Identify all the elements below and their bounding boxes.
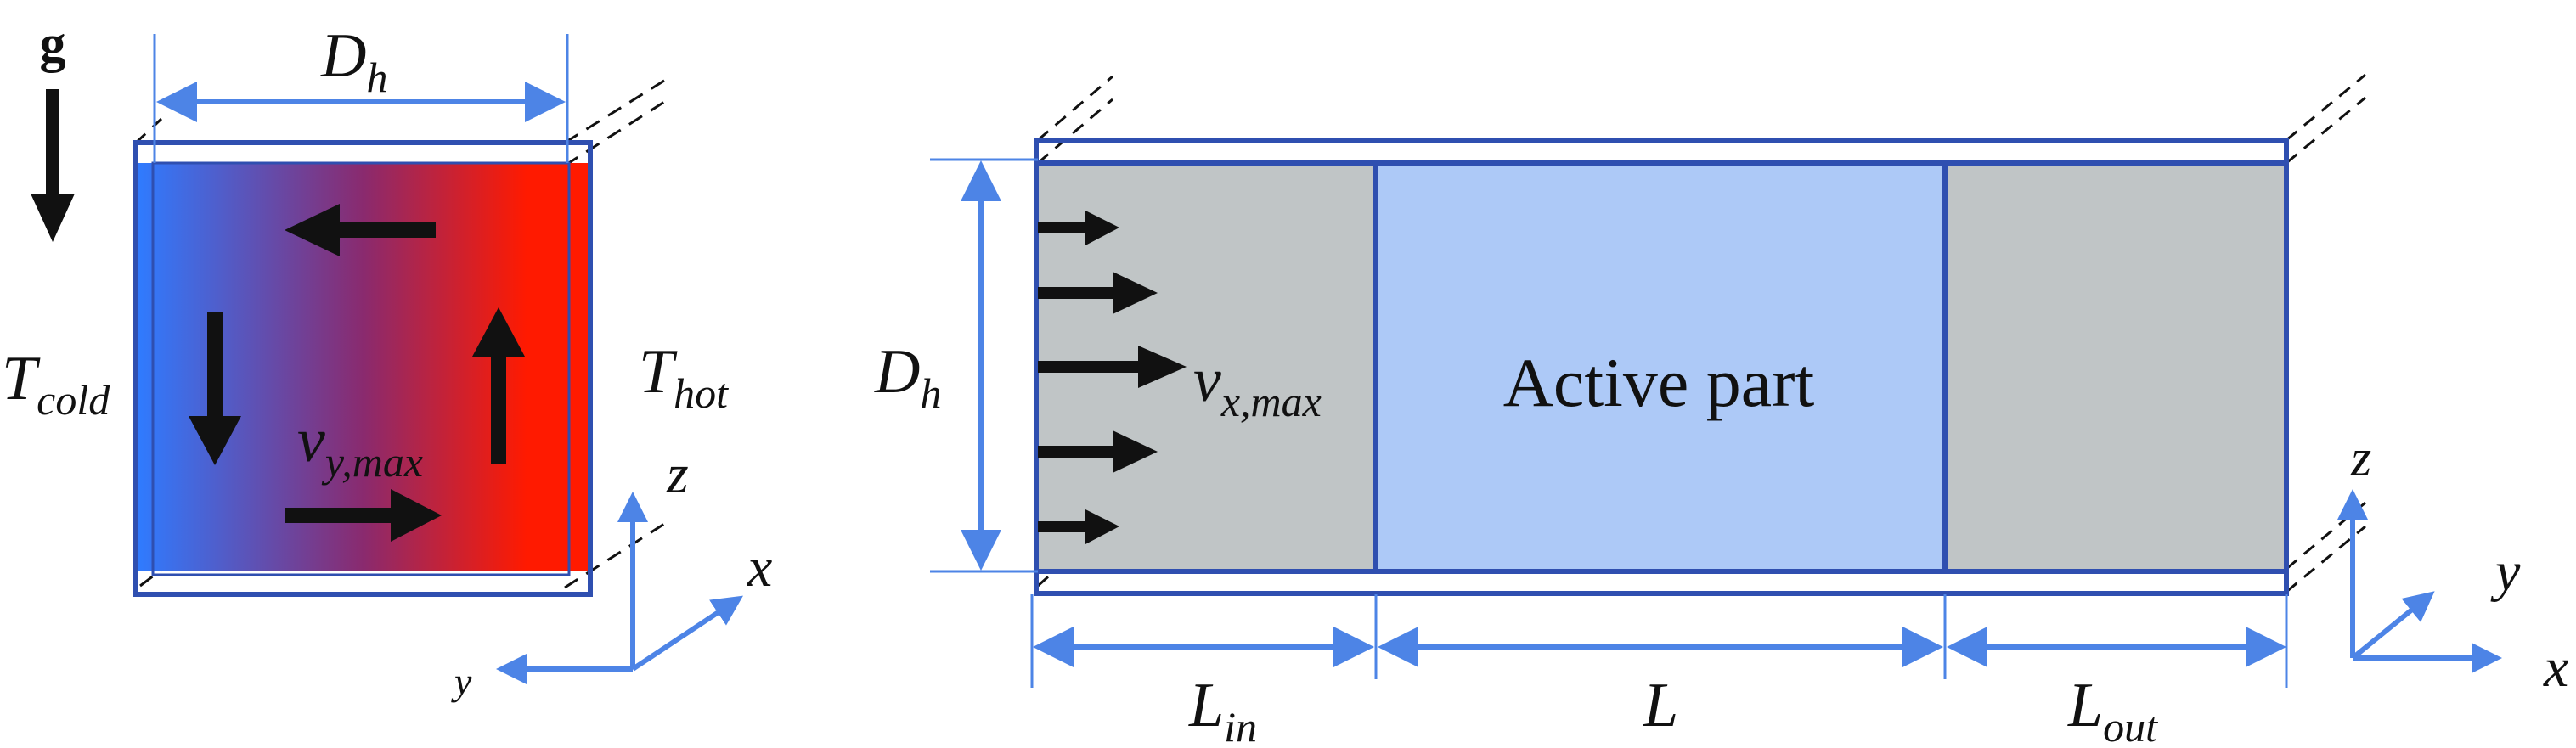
circulation-arrows <box>189 204 525 542</box>
profile-arrow-3 <box>1038 346 1187 388</box>
side-axis-y-label: y <box>2490 541 2521 603</box>
outlet-length-symbol: L <box>2067 671 2103 740</box>
svg-text:vy,max: vy,max <box>297 406 423 486</box>
inlet-length-subscript: in <box>1224 703 1257 748</box>
cross-section-axes: z x y <box>451 443 772 703</box>
active-length-symbol: L <box>1643 671 1678 740</box>
svg-text:Dh: Dh <box>874 337 941 417</box>
inlet-length-symbol: L <box>1188 671 1224 740</box>
side-axis-x-label: x <box>2543 637 2568 699</box>
gravity-label: g <box>40 15 66 73</box>
hot-symbol: T <box>639 337 678 407</box>
side-view-axes: z y x <box>2337 430 2568 699</box>
velocity-y-subscript: y,max <box>321 438 423 486</box>
channel-outline <box>1034 138 2289 596</box>
cross-section-front-outline <box>133 140 593 597</box>
width-subscript: h <box>366 53 387 101</box>
svg-text:Lout: Lout <box>2067 671 2158 748</box>
flow-arrow-bottom-right <box>285 489 442 542</box>
outlet-region <box>1945 161 2286 573</box>
flow-arrow-top-left <box>285 204 436 256</box>
height-subscript: h <box>920 369 941 417</box>
side-view: Dh vx,max Active part Lin L Lout <box>874 73 2568 748</box>
width-symbol: D <box>320 21 366 91</box>
active-part-label: Active part <box>1503 344 1815 421</box>
side-axis-y-line <box>2351 591 2435 661</box>
profile-arrow-4 <box>1038 430 1158 473</box>
outlet-length-subscript: out <box>2103 703 2158 748</box>
cold-symbol: T <box>2 344 41 413</box>
profile-arrow-1 <box>1038 211 1119 245</box>
active-region <box>1376 161 1945 573</box>
profile-arrow-2 <box>1038 272 1158 314</box>
axis-x-label: x <box>747 537 772 599</box>
velocity-x-symbol: v <box>1193 346 1221 415</box>
gravity-arrow <box>31 89 75 242</box>
length-dimensions <box>1030 594 2288 688</box>
side-axis-z-label: z <box>2350 430 2371 487</box>
cross-section-view: g Dh <box>2 15 772 703</box>
velocity-x-subscript: x,max <box>1220 378 1322 425</box>
velocity-y-symbol: v <box>297 406 325 475</box>
profile-arrow-5 <box>1038 509 1119 544</box>
axis-z-label: z <box>666 443 689 505</box>
svg-text:Lin: Lin <box>1188 671 1257 748</box>
inlet-velocity-profile <box>1038 211 1187 544</box>
flow-arrow-up <box>472 307 525 464</box>
svg-text:vx,max: vx,max <box>1193 346 1322 425</box>
hot-subscript: hot <box>674 369 729 417</box>
flow-arrow-down <box>189 312 241 465</box>
axis-x-line <box>631 595 743 672</box>
svg-text:Thot: Thot <box>639 337 729 417</box>
cold-subscript: cold <box>37 376 110 424</box>
axis-y-label: y <box>451 660 472 703</box>
cross-section-back-outline <box>151 161 571 576</box>
height-symbol: D <box>874 337 920 407</box>
svg-text:Dh: Dh <box>320 21 387 101</box>
svg-text:Tcold: Tcold <box>2 344 110 424</box>
